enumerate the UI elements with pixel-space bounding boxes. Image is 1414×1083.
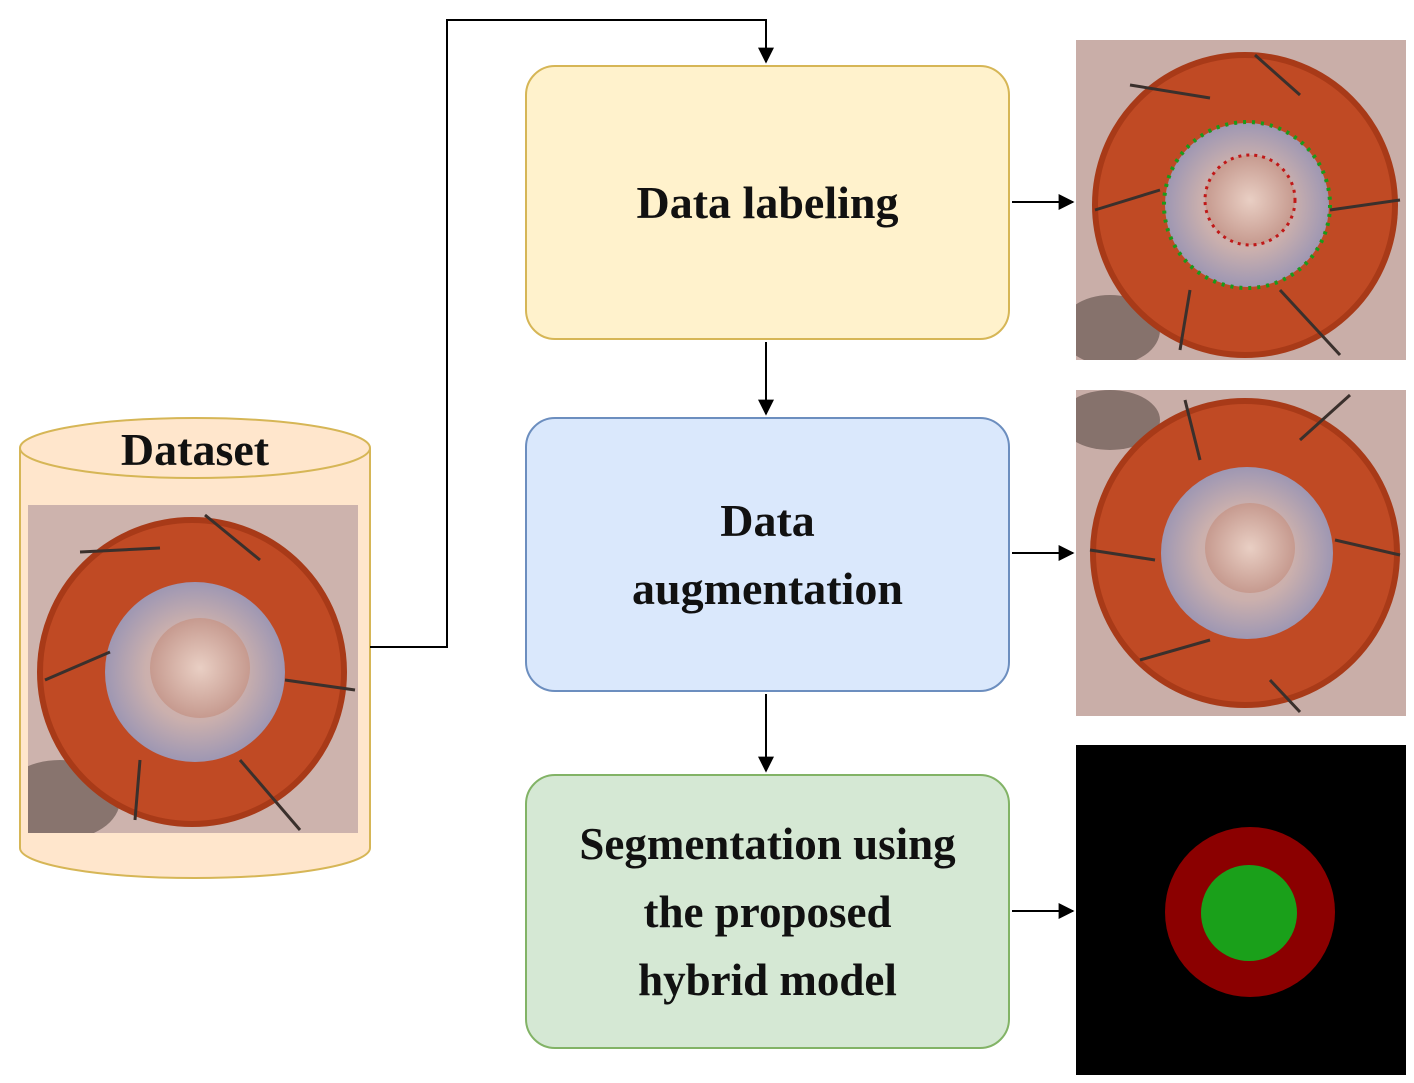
segmentation-line-1: Segmentation using: [579, 818, 956, 869]
augmented-eye-photo: [1076, 390, 1406, 716]
data-augmentation-line-1: Data: [720, 494, 815, 546]
segmentation-box: Segmentation using the proposed hybrid m…: [525, 774, 1010, 1049]
data-labeling-label: Data labeling: [636, 176, 899, 228]
labeled-eye-photo: [1076, 40, 1406, 360]
data-labeling-box: Data labeling: [525, 65, 1010, 340]
data-augmentation-box: Data augmentation: [525, 417, 1010, 692]
segmentation-mask: [1076, 745, 1406, 1075]
arrow-dataset-to-labeling: [370, 19, 774, 648]
segmentation-line-3: hybrid model: [638, 954, 897, 1005]
dataset-label: Dataset: [120, 424, 270, 475]
dataset-eye-photo: [28, 505, 358, 833]
segmentation-line-2: the proposed: [643, 886, 892, 937]
data-augmentation-line-2: augmentation: [632, 562, 903, 614]
